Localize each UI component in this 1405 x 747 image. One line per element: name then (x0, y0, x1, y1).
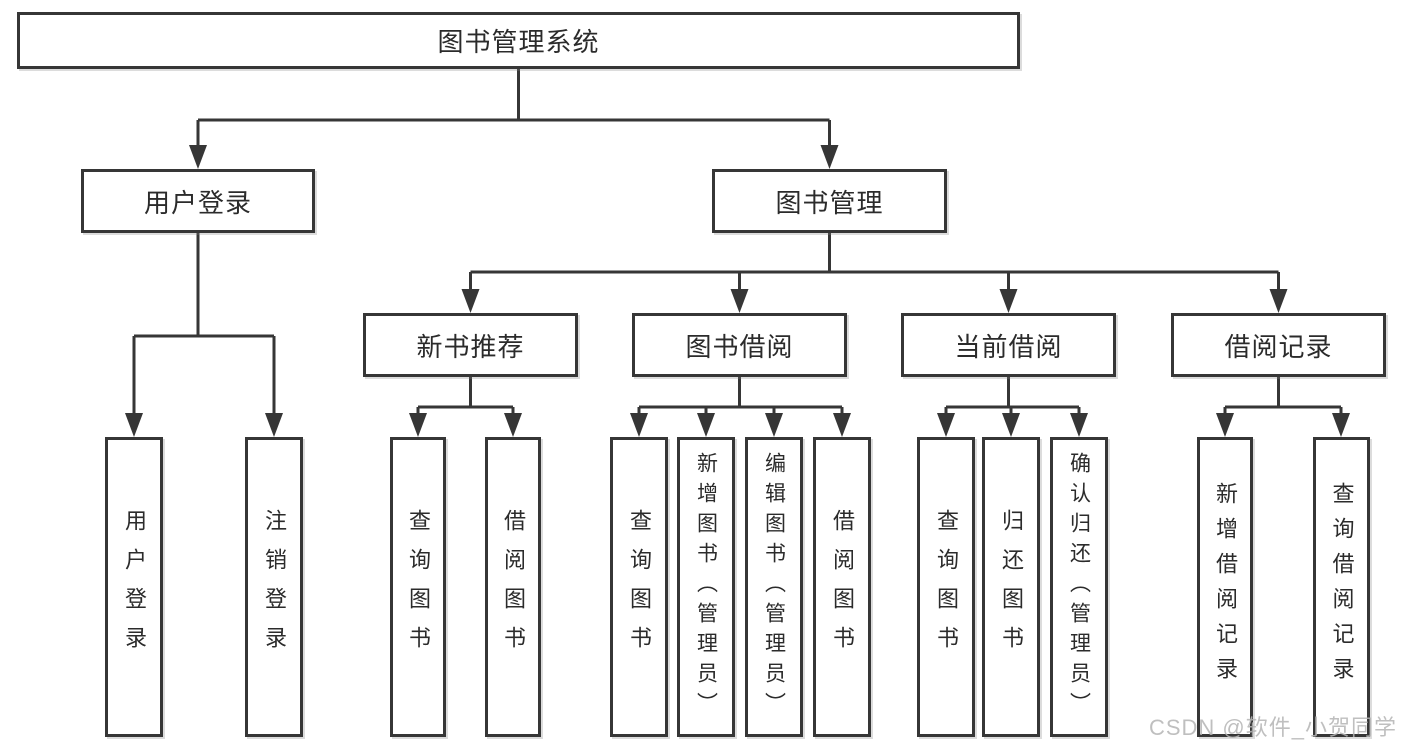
csdn-watermark: CSDN @软件_小贺同学 (1148, 715, 1397, 740)
leaf-return-books-label: 归还图书 (999, 509, 1024, 665)
arrowhead (189, 145, 207, 169)
node-new-book-recommend-label: 新书推荐 (416, 331, 525, 362)
node-book-management: 图书管理 (712, 169, 947, 233)
leaf-add-books-admin: 新增图书（管理员） (677, 437, 735, 737)
arrowhead (1216, 413, 1234, 437)
leaf-add-borrow-record: 新增借阅记录 (1197, 437, 1253, 737)
leaf-edit-books-admin-label: 编辑图书（管理员） (762, 452, 786, 722)
leaf-confirm-return-admin-label: 确认归还（管理员） (1067, 452, 1091, 722)
leaf-confirm-return-admin: 确认归还（管理员） (1050, 437, 1108, 737)
leaf-query-borrow-record: 查询借阅记录 (1313, 437, 1370, 737)
node-book-borrow-label: 图书借阅 (685, 331, 794, 362)
leaf-query-books-2: 查询图书 (610, 437, 668, 737)
arrowhead (765, 413, 783, 437)
arrowhead (265, 413, 283, 437)
node-root-label: 图书管理系统 (437, 27, 600, 57)
node-user-login-label: 用户登录 (143, 187, 252, 218)
arrowhead (999, 289, 1018, 313)
node-borrow-records-label: 借阅记录 (1224, 331, 1333, 362)
arrowhead (1269, 289, 1288, 313)
leaf-borrow-books-1: 借阅图书 (485, 437, 541, 737)
leaf-query-borrow-record-label: 查询借阅记录 (1329, 482, 1355, 692)
node-book-management-label: 图书管理 (775, 187, 884, 218)
arrowhead (730, 289, 749, 313)
leaf-borrow-books-2: 借阅图书 (813, 437, 871, 737)
leaf-query-books-3-label: 查询图书 (934, 509, 959, 665)
node-user-login: 用户登录 (81, 169, 315, 233)
arrowhead (697, 413, 715, 437)
leaf-user-login-label: 用户登录 (122, 509, 147, 665)
arrowhead (1070, 413, 1088, 437)
arrowhead (504, 413, 522, 437)
arrowhead (409, 413, 427, 437)
arrowhead (1002, 413, 1020, 437)
node-book-borrow: 图书借阅 (632, 313, 847, 377)
arrowhead (461, 289, 480, 313)
leaf-query-books-1: 查询图书 (390, 437, 446, 737)
arrowhead (125, 413, 143, 437)
leaf-borrow-books-2-label: 借阅图书 (830, 509, 855, 665)
arrowhead (820, 145, 839, 169)
leaf-add-borrow-record-label: 新增借阅记录 (1213, 482, 1238, 692)
node-borrow-records: 借阅记录 (1171, 313, 1386, 377)
arrowhead (937, 413, 955, 437)
leaf-edit-books-admin: 编辑图书（管理员） (745, 437, 803, 737)
node-current-borrow-label: 当前借阅 (954, 331, 1063, 362)
arrowhead (630, 413, 648, 437)
node-new-book-recommend: 新书推荐 (363, 313, 578, 377)
leaf-add-books-admin-label: 新增图书（管理员） (694, 452, 718, 722)
leaf-user-login: 用户登录 (105, 437, 163, 737)
leaf-borrow-books-1-label: 借阅图书 (501, 509, 526, 665)
leaf-return-books: 归还图书 (982, 437, 1040, 737)
arrowhead (833, 413, 851, 437)
node-current-borrow: 当前借阅 (901, 313, 1116, 377)
leaf-query-books-2-label: 查询图书 (627, 509, 652, 665)
leaf-logout-label: 注销登录 (262, 509, 287, 665)
leaf-logout: 注销登录 (245, 437, 303, 737)
arrowhead (1332, 413, 1350, 437)
leaf-query-books-3: 查询图书 (917, 437, 975, 737)
node-root: 图书管理系统 (17, 12, 1020, 69)
leaf-query-books-1-label: 查询图书 (406, 509, 431, 665)
